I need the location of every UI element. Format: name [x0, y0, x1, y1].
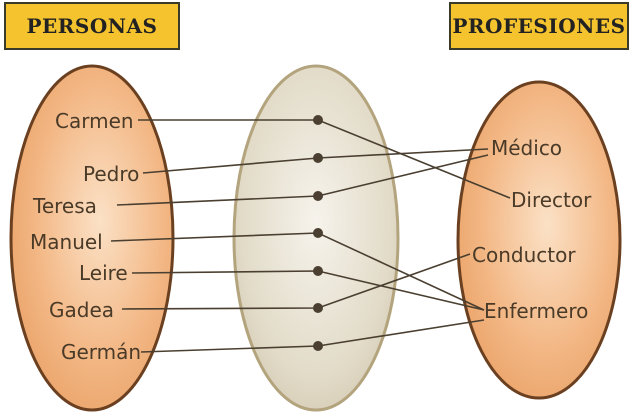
profession-conductor: Conductor	[472, 243, 576, 267]
point-3	[313, 191, 323, 201]
person-teresa: Teresa	[32, 194, 97, 218]
person-carmen: Carmen	[55, 109, 134, 133]
point-7	[313, 341, 323, 351]
point-5	[313, 266, 323, 276]
header-personas: PERSONAS	[4, 2, 180, 50]
point-1	[313, 115, 323, 125]
person-pedro: Pedro	[83, 162, 139, 186]
person-gadea: Gadea	[49, 298, 114, 322]
point-2	[313, 153, 323, 163]
person-manuel: Manuel	[30, 230, 103, 254]
header-profesiones: PROFESIONES	[449, 2, 629, 50]
profesiones-set	[456, 80, 622, 400]
middle-set	[232, 64, 400, 412]
profession-director: Director	[511, 188, 592, 212]
person-leire: Leire	[79, 261, 128, 285]
profession-enfermero: Enfermero	[484, 299, 588, 323]
point-4	[313, 228, 323, 238]
point-6	[313, 303, 323, 313]
profession-medico: Médico	[491, 136, 562, 160]
person-german: Germán	[61, 340, 141, 364]
middle-points	[313, 115, 323, 351]
